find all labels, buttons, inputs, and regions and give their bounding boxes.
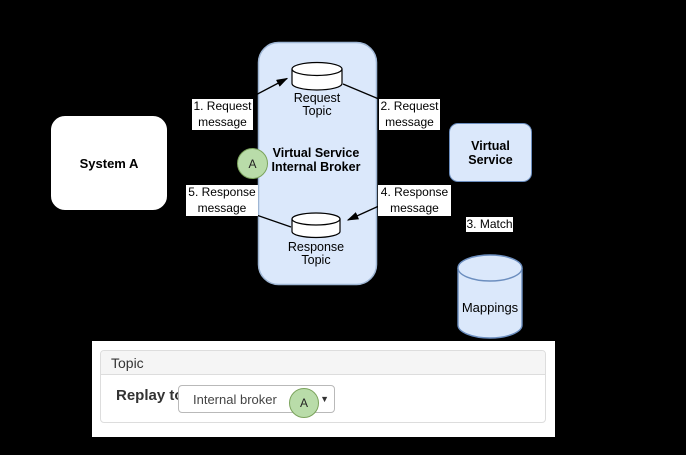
- virtual-service-line2: Service: [468, 152, 513, 167]
- step3-line1: 3. Match: [466, 217, 513, 231]
- request-topic-cylinder: [291, 61, 343, 91]
- request-topic-line1: Request: [293, 91, 341, 105]
- mappings-text: Mappings: [461, 300, 519, 315]
- replay-to-select-value: Internal broker: [193, 392, 277, 407]
- step2-line1: 2. Request: [380, 99, 439, 113]
- arrow-step2: [342, 83, 381, 101]
- step5-line2: message: [197, 200, 247, 215]
- replay-to-label: Replay to: [116, 387, 184, 404]
- response-topic-line1: Response: [287, 240, 345, 254]
- system-a-node: System A: [50, 115, 168, 211]
- response-topic-line2: Topic: [301, 253, 331, 267]
- step4-line1: 4. Response: [380, 185, 449, 199]
- select-a-marker-icon: A: [289, 388, 319, 418]
- step1-line1: 1. Request: [193, 99, 252, 113]
- mappings-label: Mappings: [458, 300, 522, 315]
- a-marker-icon: A: [237, 148, 268, 179]
- arrow-step4: [346, 204, 381, 221]
- topic-card-body: Replay to Internal broker A ▼: [101, 375, 545, 422]
- virtual-service-line1: Virtual: [471, 138, 510, 153]
- topic-card-header: Topic: [101, 351, 545, 375]
- broker-title-line1: Virtual Service: [272, 146, 360, 160]
- step2-line2: message: [385, 114, 434, 129]
- flow-label-step4: 4. Response message: [378, 185, 451, 216]
- topic-card: Topic Replay to Internal broker A ▼: [100, 350, 546, 423]
- step1-line2: message: [198, 114, 247, 129]
- system-a-label: System A: [79, 155, 139, 171]
- arrow-step1: [249, 77, 289, 99]
- flow-label-step5: 5. Response message: [186, 185, 258, 216]
- select-a-marker-letter: A: [299, 396, 308, 410]
- flow-label-step2: 2. Request message: [379, 99, 440, 130]
- a-marker-letter: A: [248, 156, 257, 171]
- topic-card-title: Topic: [111, 355, 144, 371]
- arrow-step5: [251, 212, 292, 228]
- step4-line2: message: [390, 200, 439, 215]
- request-topic-line2: Topic: [302, 104, 332, 118]
- step5-line1: 5. Response: [188, 185, 256, 199]
- broker-title-line2: Internal Broker: [271, 159, 361, 174]
- caret-down-icon[interactable]: ▼: [320, 394, 329, 404]
- topic-panel: Topic Replay to Internal broker A ▼: [92, 341, 555, 437]
- response-topic-label: Response Topic: [276, 241, 356, 267]
- request-topic-label: Request Topic: [277, 92, 357, 118]
- flow-label-step1: 1. Request message: [192, 99, 253, 130]
- broker-title: Virtual Service Internal Broker: [262, 146, 370, 174]
- flow-label-step3: 3. Match: [466, 217, 513, 232]
- replay-to-select[interactable]: Internal broker A ▼: [178, 385, 335, 418]
- virtual-service-node: Virtual Service: [449, 123, 532, 182]
- mappings-cylinder: [457, 254, 523, 339]
- response-topic-cylinder: [291, 212, 341, 239]
